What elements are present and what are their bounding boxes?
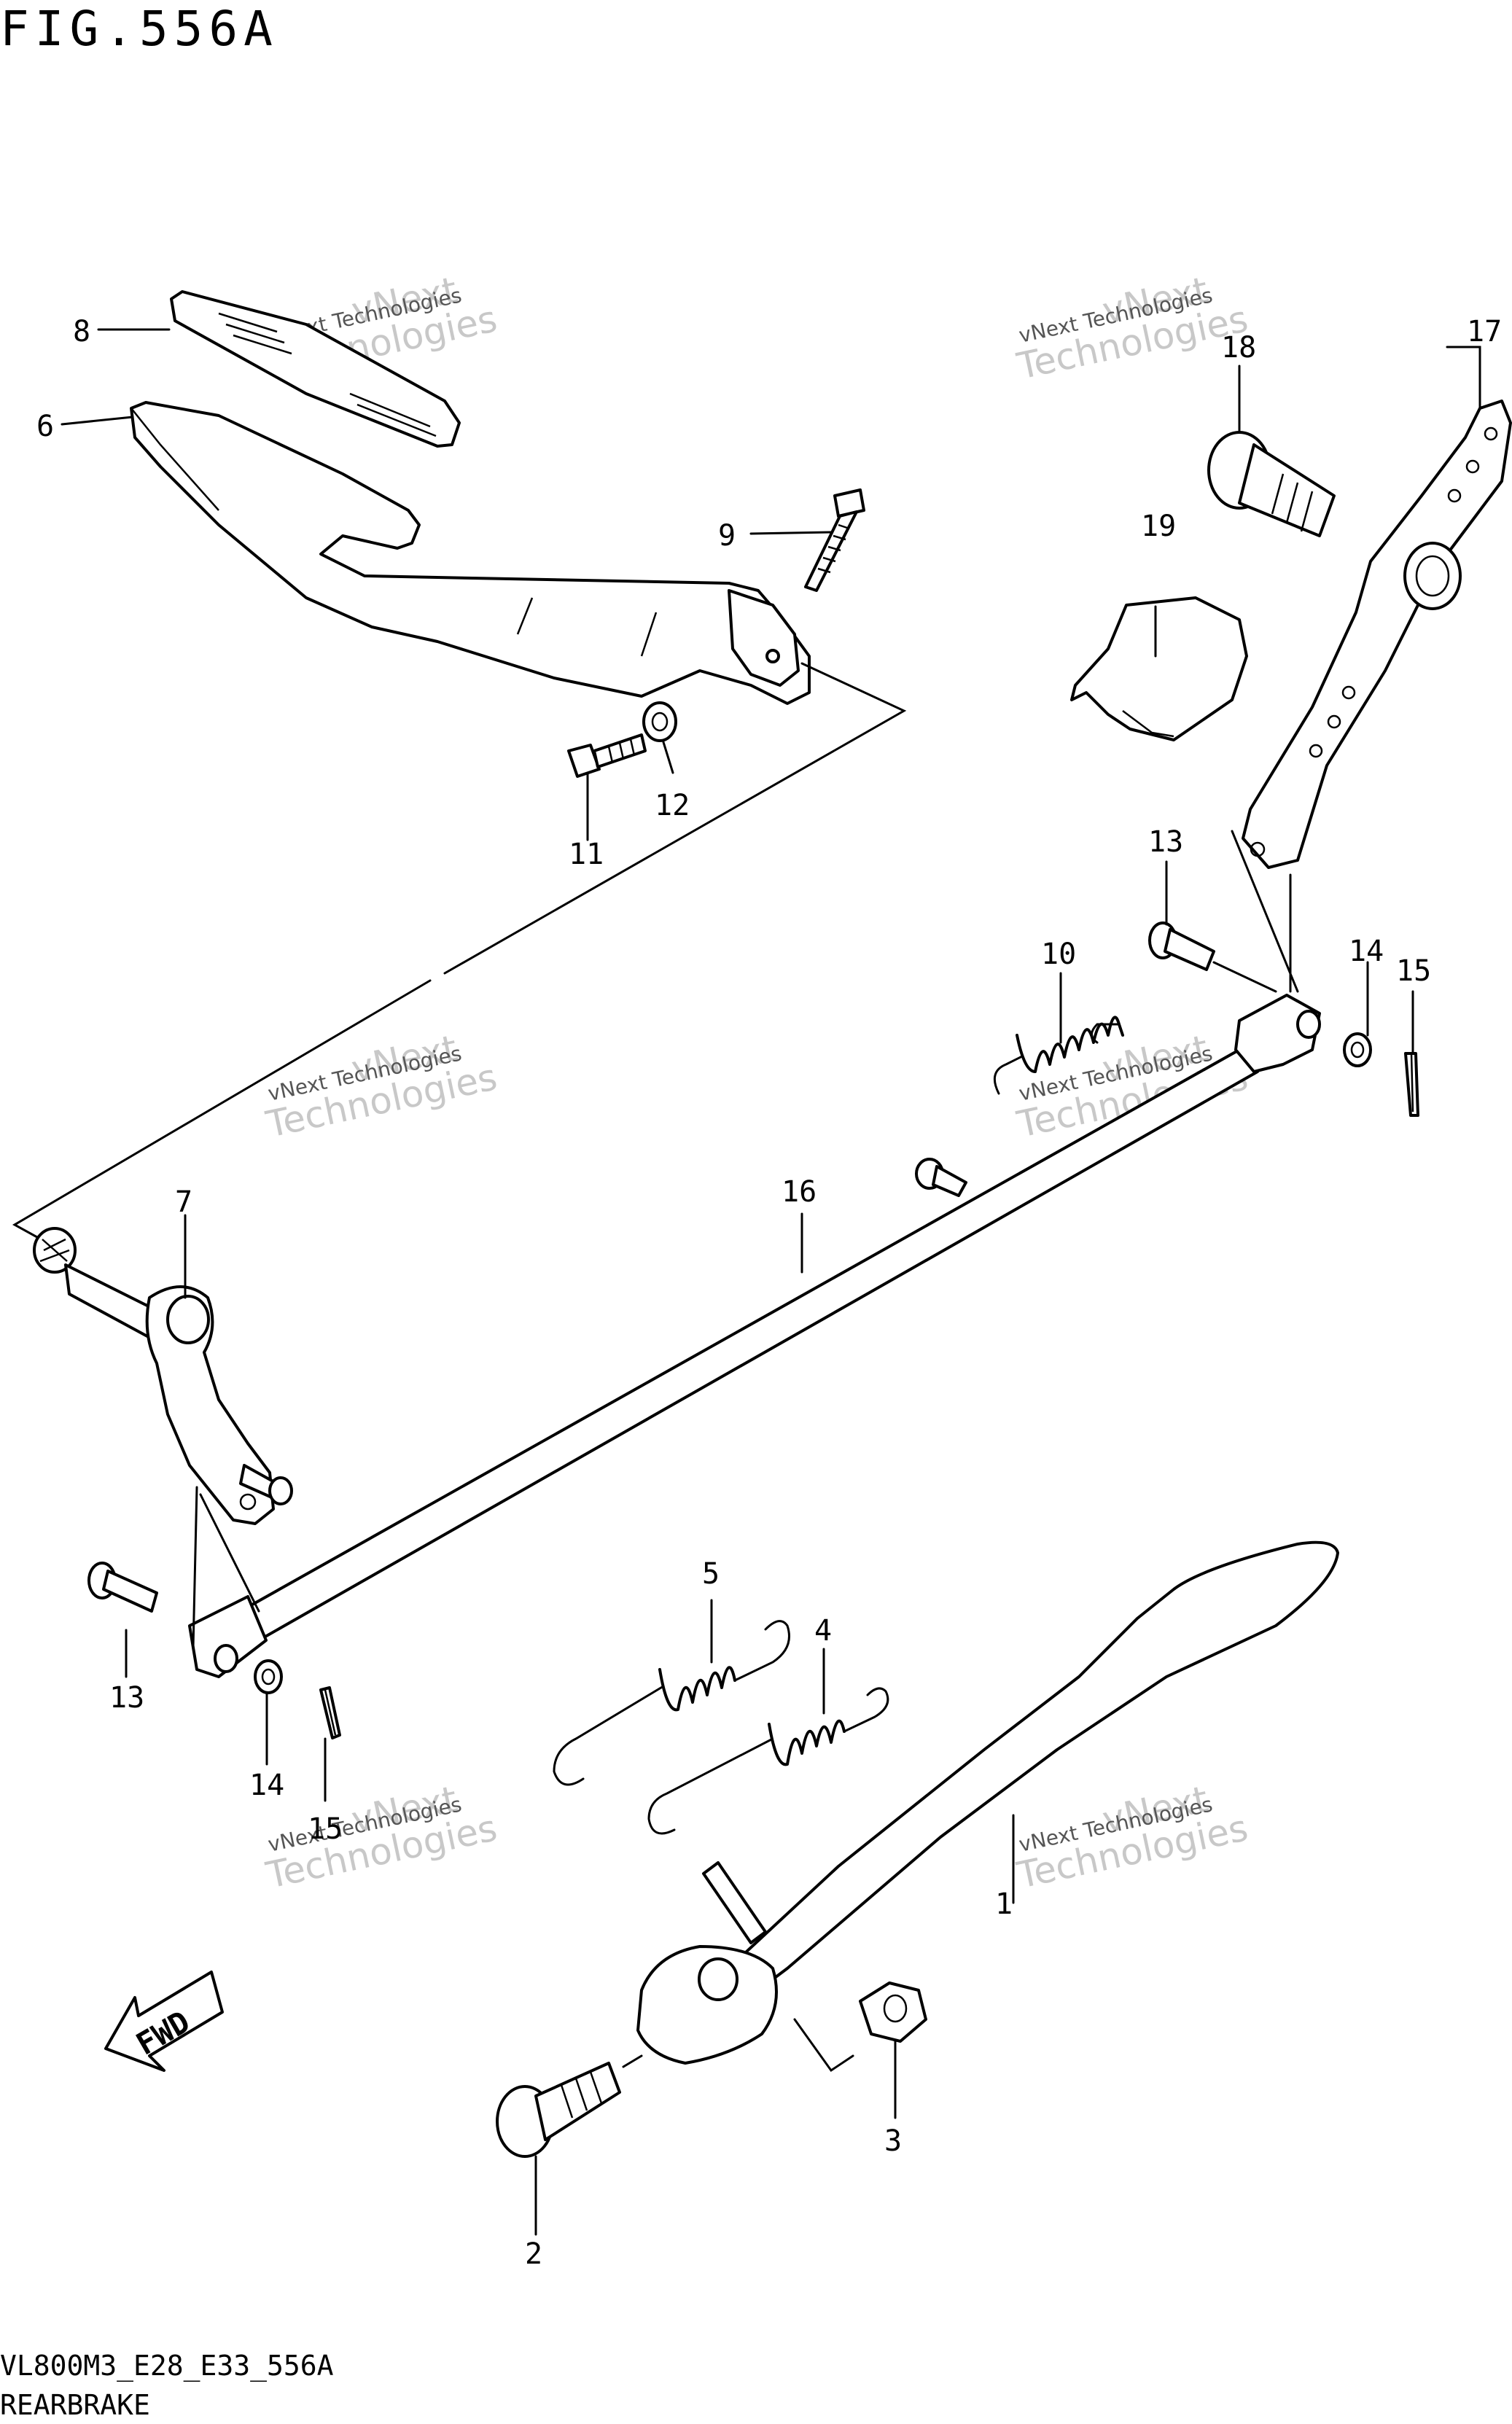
brake-rod-part-16[interactable] <box>188 994 1321 1678</box>
nut-part-3[interactable] <box>859 1981 927 2043</box>
callout-17[interactable]: 17 <box>1467 315 1502 348</box>
bolt-part-11[interactable] <box>567 733 647 778</box>
cover-part-19[interactable] <box>1070 596 1248 741</box>
callout-16[interactable]: 16 <box>782 1175 817 1209</box>
callout-1[interactable]: 1 <box>995 1887 1013 1921</box>
pivot-bolt-part-2[interactable] <box>496 2054 643 2158</box>
callout-15-upper[interactable]: 15 <box>1396 954 1431 988</box>
callout-15-lower[interactable]: 15 <box>308 1812 343 1846</box>
assembly-line <box>12 979 432 1242</box>
assembly-line <box>443 662 907 975</box>
callout-9[interactable]: 9 <box>718 519 736 553</box>
callout-leaders <box>61 328 1481 2236</box>
callout-14-upper[interactable]: 14 <box>1349 935 1384 968</box>
assembly-line <box>192 1486 260 1649</box>
callout-13-upper[interactable]: 13 <box>1148 825 1183 859</box>
callout-18[interactable]: 18 <box>1221 331 1256 365</box>
callout-11[interactable]: 11 <box>569 838 604 871</box>
washer-part-14-lower[interactable] <box>254 1659 283 1694</box>
callout-10[interactable]: 10 <box>1041 938 1076 971</box>
nut-part-12[interactable] <box>642 701 677 742</box>
bolt-part-9[interactable] <box>804 488 865 592</box>
side-stand-part-1[interactable] <box>636 1540 1339 2073</box>
callout-4[interactable]: 4 <box>814 1614 832 1648</box>
washer-part-14-upper[interactable] <box>1343 1032 1372 1067</box>
callout-3[interactable]: 3 <box>884 2124 902 2158</box>
callout-5[interactable]: 5 <box>702 1557 720 1591</box>
callout-12[interactable]: 12 <box>655 789 690 822</box>
pivot-bolt-part-18[interactable] <box>1207 431 1336 537</box>
cotter-pin-part-15-lower[interactable] <box>319 1686 341 1739</box>
figure-title: FIG.556A <box>0 1 278 57</box>
spring-part-10[interactable] <box>993 1016 1124 1095</box>
pedal-rubber-part-8[interactable] <box>170 290 461 448</box>
model-code: VL800M3_E28_E33_556A <box>0 2350 334 2382</box>
cotter-pin-part-15-upper[interactable] <box>1404 1052 1419 1117</box>
fwd-arrow-icon: FWD <box>104 1971 224 2072</box>
callout-19[interactable]: 19 <box>1141 510 1176 543</box>
brake-arm-part-7[interactable] <box>33 1227 293 1525</box>
callout-8[interactable]: 8 <box>73 315 90 348</box>
callout-7[interactable]: 7 <box>175 1185 192 1219</box>
brake-pedal-part-6[interactable] <box>130 401 811 705</box>
clevis-pin-part-13-lower[interactable] <box>87 1562 158 1613</box>
callout-6[interactable]: 6 <box>36 410 54 443</box>
stud-bolt-part-16[interactable] <box>915 1158 967 1197</box>
callout-2[interactable]: 2 <box>525 2237 542 2271</box>
lever-part-17[interactable] <box>1231 400 1512 993</box>
diagram-caption: REARBRAKE <box>0 2389 150 2420</box>
callout-13-lower[interactable]: 13 <box>109 1681 144 1715</box>
callout-14-lower[interactable]: 14 <box>249 1769 284 1802</box>
spring-part-4[interactable] <box>647 1687 889 1835</box>
spring-part-5[interactable] <box>553 1620 790 1786</box>
clevis-pin-part-13-upper[interactable] <box>1148 921 1277 993</box>
